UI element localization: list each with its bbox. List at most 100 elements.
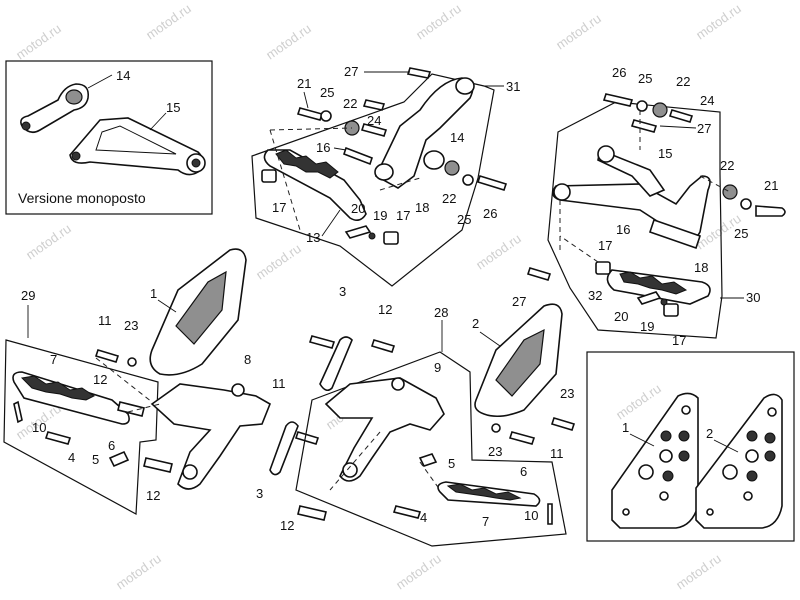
part-15-cutout <box>95 125 177 155</box>
callout-15: 15 <box>658 146 672 161</box>
group-frame-31 <box>251 73 495 287</box>
callout-18: 18 <box>415 200 429 215</box>
callout-18: 18 <box>694 260 708 275</box>
callout-11: 11 <box>98 313 112 328</box>
callout-22: 22 <box>343 96 357 111</box>
callout-27: 27 <box>512 294 526 309</box>
watermark-text: motod.ru <box>613 381 664 423</box>
group-lower-center: 12 28 9 5 4 7 6 10 <box>295 302 567 547</box>
inset-frame <box>5 60 213 215</box>
callout-7: 7 <box>50 352 57 367</box>
callout-27: 27 <box>344 64 358 79</box>
callout-12: 12 <box>378 302 392 317</box>
callout-5: 5 <box>448 456 455 471</box>
leader-line <box>149 112 167 131</box>
callout-12: 12 <box>93 372 107 387</box>
plate-2-hole <box>764 432 776 444</box>
callout-3: 3 <box>256 486 263 501</box>
part-15-plate <box>69 117 204 176</box>
callout-21: 21 <box>764 178 778 193</box>
plate-2-hole <box>764 450 776 462</box>
callout-32: 32 <box>588 288 602 303</box>
plate-1-hole <box>622 508 630 516</box>
callout-6: 6 <box>520 464 527 479</box>
callout-11: 11 <box>550 446 564 461</box>
part-15-hanger <box>552 175 711 240</box>
part-25-washer <box>636 100 648 112</box>
part-27-bolt <box>526 267 552 281</box>
plate-1-hole <box>662 470 674 482</box>
plate-1-hole <box>678 450 690 462</box>
callout-4: 4 <box>420 510 427 525</box>
plate-1-hole <box>638 464 654 480</box>
callout-30: 30 <box>746 290 760 305</box>
group-top-right: 26 25 22 24 27 15 22 21 25 16 17 18 27 3… <box>512 65 786 348</box>
plate-2-hole <box>706 508 714 516</box>
part-19-ball <box>368 232 376 240</box>
part-12-bolt <box>143 457 173 473</box>
part-22-bushing <box>444 160 460 176</box>
leader-line <box>713 439 739 453</box>
callout-17: 17 <box>598 238 612 253</box>
plate-2-hole <box>746 430 758 442</box>
part-hanger-boss <box>597 145 615 163</box>
inset-plates: 1 2 <box>586 351 795 542</box>
watermark-text: motod.ru <box>13 21 64 63</box>
callout-22: 22 <box>720 158 734 173</box>
part-25-washer <box>740 198 752 210</box>
callout-25: 25 <box>734 226 748 241</box>
leader-line <box>87 74 113 89</box>
part-15-hole <box>71 151 81 161</box>
part-27-bolt <box>630 119 658 133</box>
callout-3: 3 <box>339 284 346 299</box>
part-17-pad <box>383 231 399 245</box>
watermark-text: motod.ru <box>693 1 744 43</box>
part-12-bolt <box>117 401 145 417</box>
part-4-pin <box>392 505 422 519</box>
group-lower-left: 1 29 11 23 7 12 10 6 4 5 12 8 3 11 3 12 <box>3 248 353 533</box>
callout-20: 20 <box>614 309 628 324</box>
callout-11: 11 <box>272 376 286 391</box>
callout-24: 24 <box>367 113 381 128</box>
leader-line <box>333 147 347 151</box>
part-25-washer <box>320 110 332 122</box>
callout-23: 23 <box>560 386 574 401</box>
callout-5: 5 <box>92 452 99 467</box>
part-13-footpeg <box>263 149 367 222</box>
part-12-bolt <box>370 339 396 353</box>
watermark-text: motod.ru <box>253 241 304 283</box>
callout-27: 27 <box>697 121 711 136</box>
callout-25: 25 <box>638 71 652 86</box>
callout-24: 24 <box>700 93 714 108</box>
part-hanger-boss <box>455 77 475 95</box>
watermark-text: motod.ru <box>413 1 464 43</box>
leader-line <box>479 331 501 347</box>
part-20-spring <box>636 291 662 305</box>
leader-line <box>303 91 309 109</box>
part-23-washer <box>127 357 137 367</box>
part-19-ball <box>660 298 668 306</box>
part-5-spring <box>108 450 130 468</box>
callout-14: 14 <box>116 68 130 83</box>
part-14-hole <box>21 121 31 131</box>
part-hanger-arm <box>597 148 666 197</box>
part-9-boss <box>342 462 358 478</box>
callout-16: 16 <box>316 140 330 155</box>
part-12-bolt <box>297 505 327 521</box>
part-8-boss <box>231 383 245 397</box>
part-13-grip <box>275 149 339 179</box>
part-hanger-boss <box>374 163 394 181</box>
part-5-spring <box>418 453 438 467</box>
callout-31: 31 <box>506 79 520 94</box>
callout-2: 2 <box>472 316 479 331</box>
watermark-text: motod.ru <box>473 231 524 273</box>
plate-1-hole <box>681 405 691 415</box>
inset-frame-plates <box>586 351 795 542</box>
callout-17: 17 <box>272 200 286 215</box>
part-10-bolt <box>13 400 23 424</box>
callout-26: 26 <box>612 65 626 80</box>
callout-8: 8 <box>244 352 251 367</box>
part-16-pin <box>648 218 702 250</box>
